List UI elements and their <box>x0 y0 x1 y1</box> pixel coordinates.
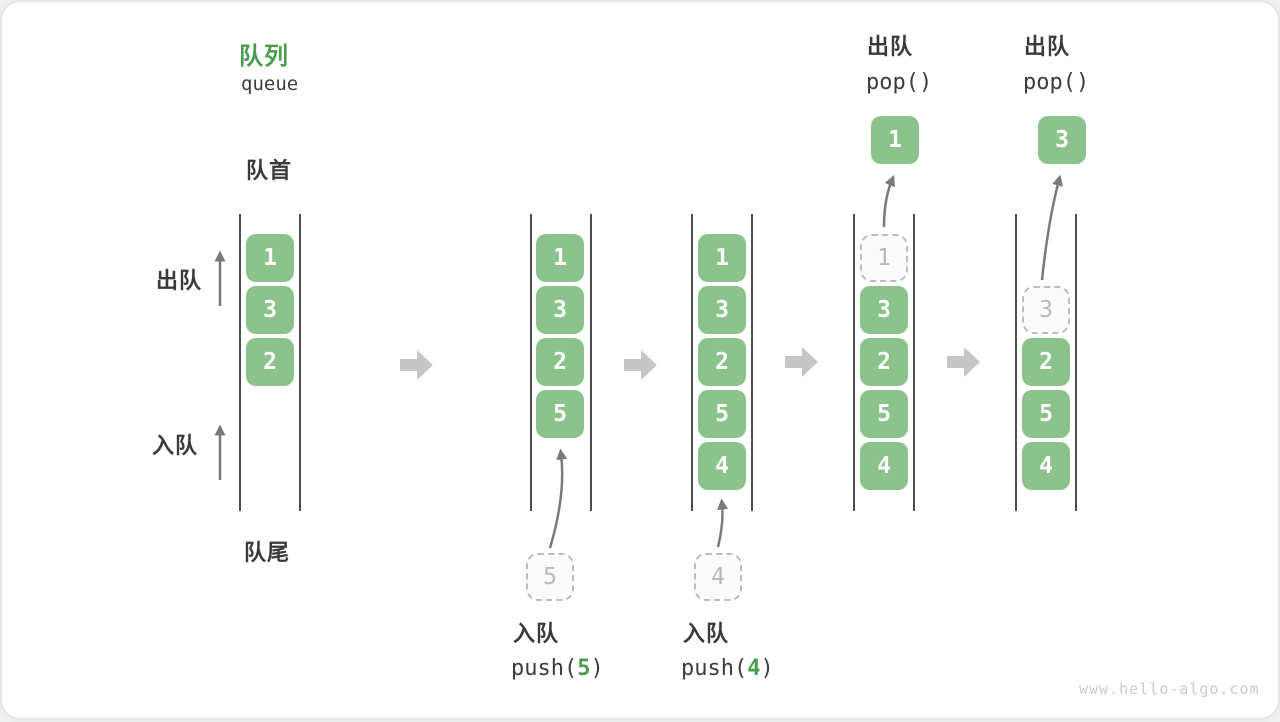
popped-item: 3 <box>1038 116 1086 164</box>
queue-item: 5 <box>1022 390 1070 438</box>
queue-wall-left <box>691 214 693 511</box>
queue-item: 2 <box>536 338 584 386</box>
site-watermark: www.hello-algo.com <box>1079 680 1260 698</box>
queue-item: 5 <box>860 390 908 438</box>
queue-item: 2 <box>860 338 908 386</box>
code-arg: 5 <box>577 656 591 681</box>
pop-operation-label: 出队 <box>1024 34 1071 59</box>
push-operation-label: 入队 <box>513 621 560 646</box>
diagram-title-en: queue <box>241 73 299 95</box>
pop-1-arrow <box>882 174 895 228</box>
pop-3-arrow <box>1040 174 1063 281</box>
popped-item: 1 <box>871 116 919 164</box>
dequeued-slot-ghost: 1 <box>860 234 908 282</box>
queue-wall-left <box>1015 214 1017 511</box>
queue-item: 1 <box>246 234 294 282</box>
code-close: ) <box>760 656 774 681</box>
code-fn: push( <box>511 656 578 681</box>
queue-item: 2 <box>1022 338 1070 386</box>
incoming-item-ghost: 5 <box>526 553 574 601</box>
queue-wall-right <box>751 214 753 511</box>
queue-item: 3 <box>698 286 746 334</box>
queue-item: 2 <box>246 338 294 386</box>
next-step-arrow-icon <box>400 350 433 380</box>
queue-item: 3 <box>860 286 908 334</box>
next-step-arrow-icon <box>624 350 657 380</box>
label-dequeue-direction: 出队 <box>156 268 203 293</box>
pop-operation-code: pop() <box>1023 70 1090 95</box>
push-operation-label: 入队 <box>683 621 730 646</box>
queue-wall-right <box>590 214 592 511</box>
code-close: ) <box>590 656 604 681</box>
queue-wall-left <box>239 214 241 511</box>
queue-wall-right <box>913 214 915 511</box>
pop-operation-label: 出队 <box>867 34 914 59</box>
queue-item: 3 <box>246 286 294 334</box>
queue-wall-left <box>853 214 855 511</box>
push-5-arrow <box>548 448 568 549</box>
label-enqueue-direction: 入队 <box>152 433 199 458</box>
queue-item: 4 <box>1022 442 1070 490</box>
queue-item: 3 <box>536 286 584 334</box>
label-queue-rear: 队尾 <box>244 540 291 565</box>
queue-item: 1 <box>536 234 584 282</box>
queue-item: 5 <box>698 390 746 438</box>
push-operation-code: push(5) <box>511 658 604 680</box>
queue-wall-right <box>299 214 301 511</box>
push-operation-code: push(4) <box>681 658 774 680</box>
queue-item: 4 <box>698 442 746 490</box>
queue-item: 1 <box>698 234 746 282</box>
queue-item: 4 <box>860 442 908 490</box>
dequeued-slot-ghost: 3 <box>1022 286 1070 334</box>
push-4-arrow <box>716 498 729 548</box>
diagram-title-zh: 队列 <box>239 43 289 70</box>
next-step-arrow-icon <box>947 347 980 377</box>
code-fn: push( <box>681 656 748 681</box>
label-queue-front: 队首 <box>246 158 293 183</box>
code-arg: 4 <box>747 656 761 681</box>
queue-wall-left <box>530 214 532 511</box>
queue-wall-right <box>1075 214 1077 511</box>
queue-item: 5 <box>536 390 584 438</box>
incoming-item-ghost: 4 <box>694 553 742 601</box>
next-step-arrow-icon <box>785 347 818 377</box>
pop-operation-code: pop() <box>866 70 933 95</box>
queue-item: 2 <box>698 338 746 386</box>
